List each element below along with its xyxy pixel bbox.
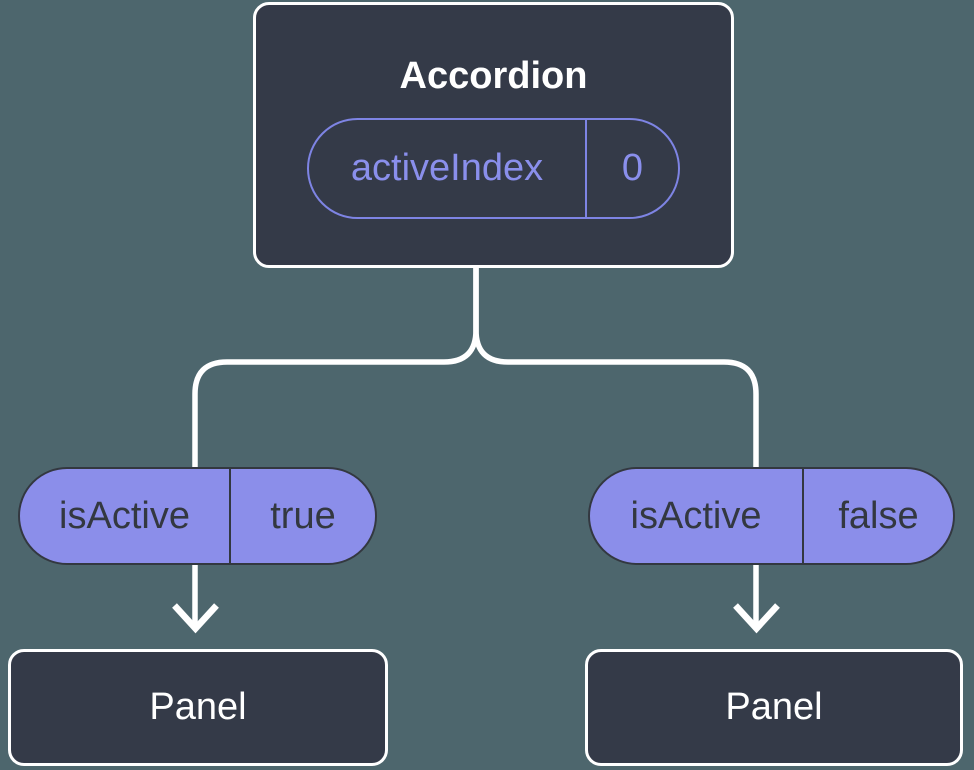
prop-name-label: isActive (590, 469, 804, 563)
prop-pill-is-active-true: isActive true (18, 467, 377, 565)
connector-right-branch (473, 260, 759, 625)
arrow-down-icon (733, 603, 780, 634)
prop-value-label: false (838, 494, 919, 537)
prop-value-label: true (270, 494, 336, 537)
prop-name-label: isActive (20, 469, 231, 563)
node-title: Accordion (399, 55, 588, 97)
panel-node-left: Panel (8, 649, 388, 766)
prop-pill-is-active-false: isActive false (588, 467, 955, 565)
state-value-label: 0 (621, 147, 644, 189)
accordion-node: Accordion activeIndex 0 (253, 2, 734, 268)
node-title: Panel (149, 686, 247, 728)
connector-left-branch (192, 260, 479, 625)
node-title: Panel (725, 686, 823, 728)
arrow-down-icon (172, 603, 219, 634)
state-name-label: activeIndex (309, 120, 587, 217)
state-pill-active-index: activeIndex 0 (307, 118, 680, 219)
panel-node-right: Panel (585, 649, 963, 766)
